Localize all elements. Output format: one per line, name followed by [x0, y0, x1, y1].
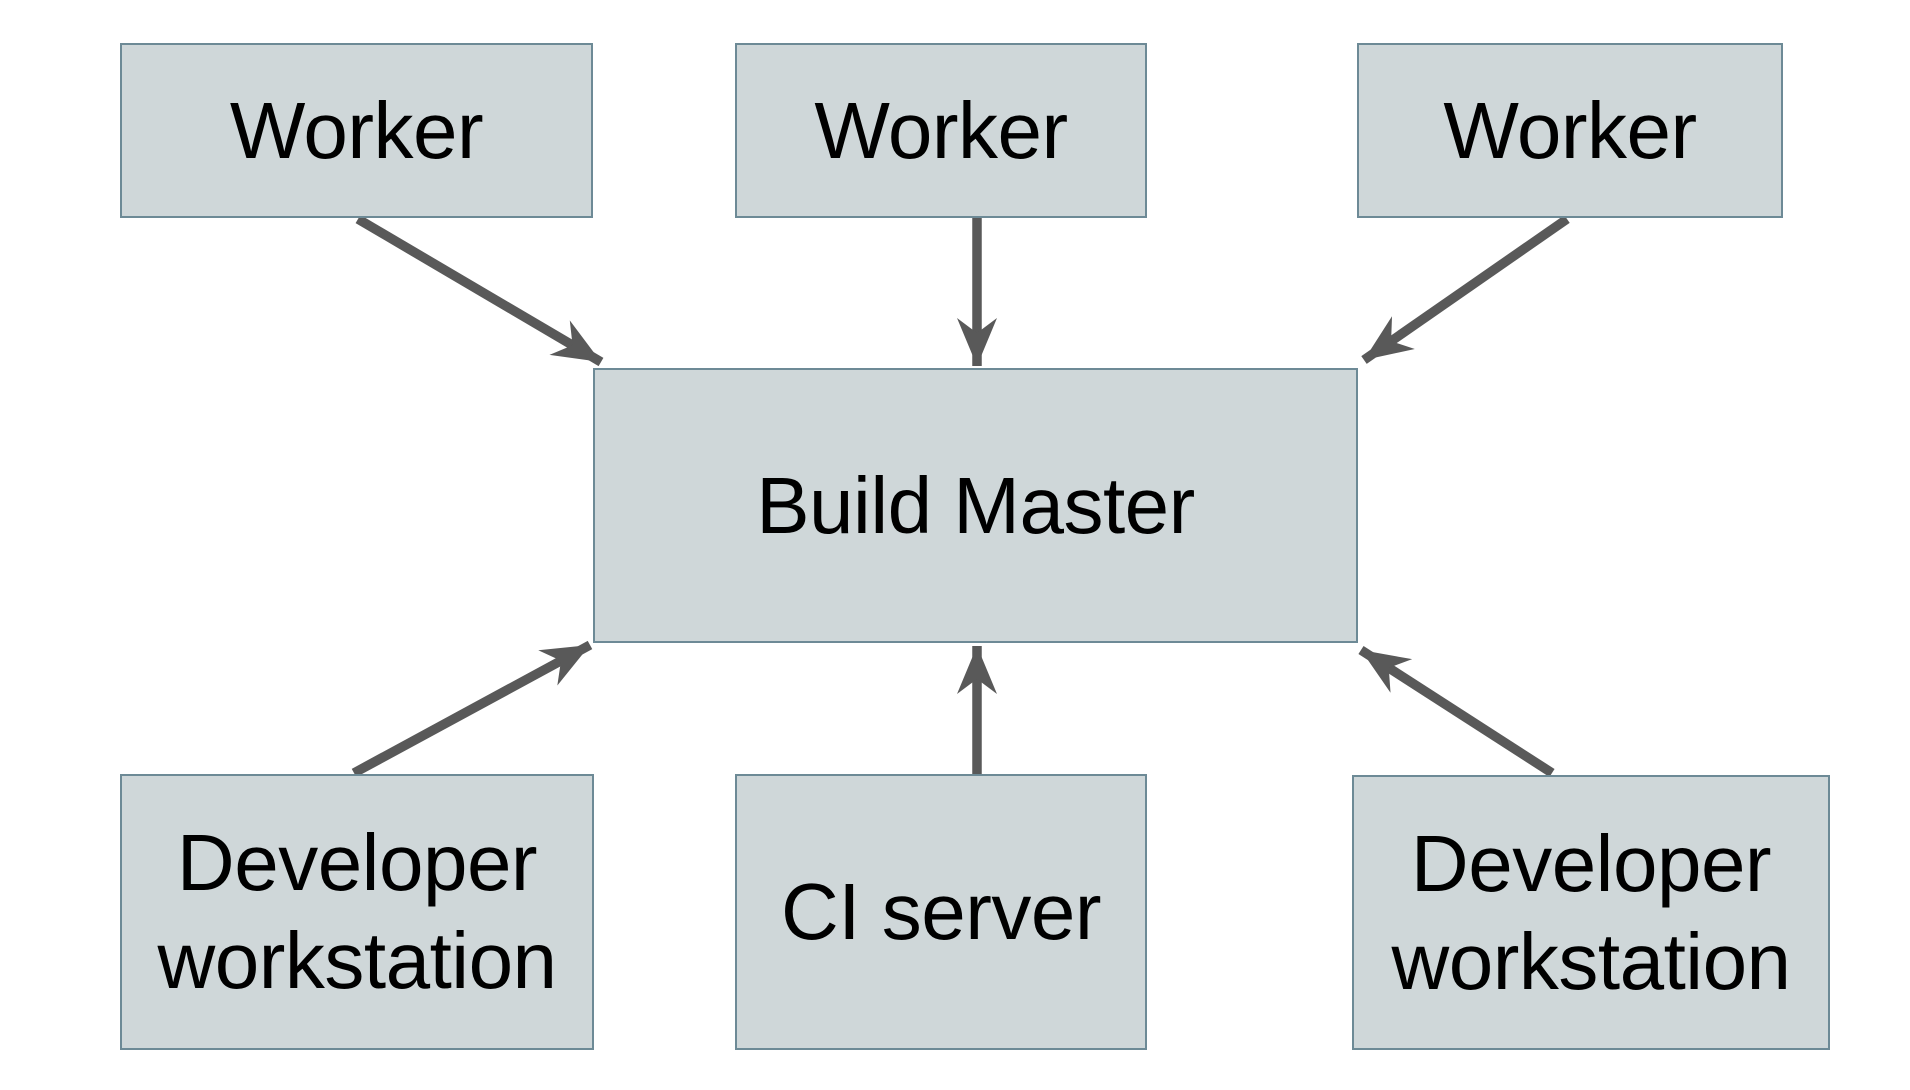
- node-build-master-label: Build Master: [756, 460, 1195, 550]
- node-worker-1: Worker: [120, 43, 593, 218]
- arrow-worker3-to-buildmaster: [1361, 215, 1570, 364]
- node-build-master: Build Master: [593, 368, 1358, 643]
- node-worker-3: Worker: [1357, 43, 1783, 218]
- node-worker-2: Worker: [735, 43, 1147, 218]
- node-developer-workstation-2-label: Developer workstation: [1391, 818, 1791, 1006]
- node-worker-1-label: Worker: [229, 85, 484, 175]
- node-worker-2-label: Worker: [814, 85, 1068, 175]
- node-worker-3-label: Worker: [1443, 85, 1697, 175]
- arrow-worker1-to-buildmaster: [355, 214, 604, 367]
- node-developer-workstation-2: Developer workstation: [1352, 775, 1830, 1050]
- arrow-devworkstation1-to-buildmaster: [351, 640, 593, 778]
- node-developer-workstation-1-label: Developer workstation: [157, 818, 557, 1005]
- node-developer-workstation-1: Developer workstation: [120, 774, 594, 1050]
- node-ci-server-label: CI server: [781, 867, 1102, 957]
- arrow-devworkstation2-to-buildmaster: [1358, 646, 1555, 777]
- node-ci-server: CI server: [735, 774, 1147, 1050]
